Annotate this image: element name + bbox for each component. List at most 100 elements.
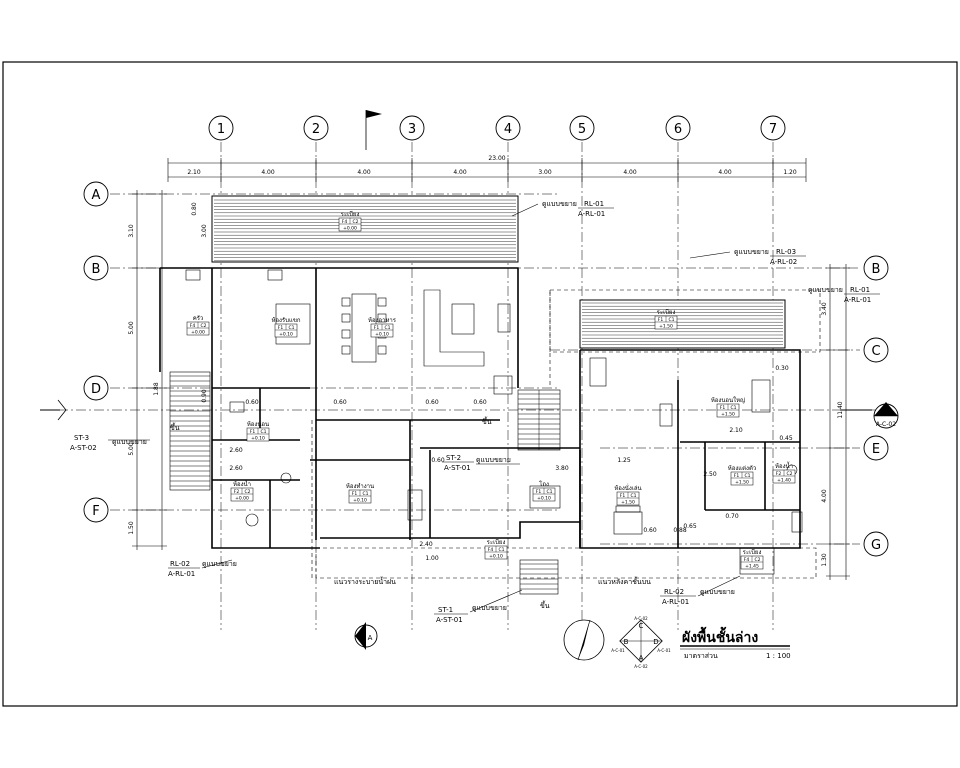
- floor-code: F4: [744, 557, 750, 563]
- svg-text:0.80: 0.80: [191, 202, 198, 216]
- floor-code: F1: [374, 325, 380, 331]
- svg-text:A-RL-01: A-RL-01: [168, 570, 195, 578]
- room-name: ห้องน้ำ: [775, 460, 793, 470]
- left-dimension-chain: 3.10 5.00 5.00 1.50 0.80 3.00 1.88 0.90: [128, 190, 208, 550]
- svg-text:G: G: [871, 538, 881, 553]
- svg-text:ST-3: ST-3: [74, 434, 89, 442]
- svg-text:A-ST-02: A-ST-02: [70, 444, 97, 452]
- svg-text:1.50: 1.50: [128, 521, 135, 535]
- svg-text:3: 3: [408, 122, 416, 137]
- column-grid-bubbles: 1 2 3 4 5 6 7: [208, 115, 786, 141]
- svg-text:A: A: [368, 634, 373, 642]
- svg-text:5.00: 5.00: [128, 321, 135, 335]
- svg-text:2: 2: [312, 122, 320, 137]
- svg-text:A-C-02: A-C-02: [634, 616, 648, 621]
- svg-text:A-C-01: A-C-01: [360, 628, 366, 645]
- interior-dimension: 0.60: [245, 399, 259, 406]
- staircase-main: [517, 389, 561, 451]
- grid-bubble-B-left: B: [83, 255, 109, 281]
- floor-code: F4: [342, 219, 348, 225]
- svg-text:1: 1: [217, 122, 225, 137]
- callout-st1: ST-1 A-ST-01 ดูแบบขยาย: [434, 589, 523, 624]
- right-dimension-chain: 3.40 11.40 4.00 1.30: [821, 264, 850, 580]
- svg-text:4.00: 4.00: [623, 169, 637, 176]
- svg-text:23.00: 23.00: [488, 155, 505, 162]
- interior-dimension: 0.45: [779, 435, 793, 442]
- floor-code: F1: [658, 317, 664, 323]
- svg-text:D: D: [91, 382, 101, 397]
- svg-text:ST-1: ST-1: [438, 606, 453, 614]
- svg-text:4: 4: [504, 122, 512, 137]
- svg-text:A-RL-01: A-RL-01: [578, 210, 605, 218]
- ceiling-code: C2: [352, 219, 358, 225]
- section-line-left: [40, 399, 67, 421]
- building-walls: [159, 267, 801, 549]
- svg-text:1.88: 1.88: [153, 382, 160, 396]
- grid-bubble-E: E: [863, 435, 889, 461]
- floor-code: F1: [250, 429, 256, 435]
- svg-text:B: B: [884, 408, 889, 416]
- svg-text:A-C-01: A-C-01: [657, 648, 671, 653]
- key-plan: C D A B A-C-02 A-C-01 A-C-02 A-C-01: [611, 616, 671, 669]
- ceiling-code: C1: [730, 405, 736, 411]
- svg-text:A: A: [639, 654, 644, 662]
- interior-dimension: 1.00: [425, 555, 439, 562]
- room-name: ครัว: [193, 315, 204, 322]
- stair-up-note-2: ขึ้น: [170, 421, 180, 432]
- room-name: ห้องแต่งตัว: [728, 465, 756, 472]
- section-mark-a: A A-C-01: [354, 110, 382, 650]
- room-name: ห้องอาหาร: [368, 317, 397, 324]
- floor-code: F1: [278, 325, 284, 331]
- floor-level: +1.50: [721, 412, 735, 418]
- floor-level: +0.10: [279, 332, 293, 338]
- roof-terrace-right: [579, 299, 786, 349]
- grid-bubble-D: D: [83, 375, 109, 401]
- callout-st2: ST-2 A-ST-01 ดูแบบขยาย: [442, 454, 520, 472]
- floor-code: F1: [352, 491, 358, 497]
- svg-text:ดูแบบขยาย: ดูแบบขยาย: [472, 604, 507, 612]
- floor-level: +0.00: [343, 226, 357, 232]
- sheet-border: [2, 61, 958, 707]
- svg-text:4.00: 4.00: [821, 489, 828, 503]
- svg-text:ดูแบบขยาย: ดูแบบขยาย: [112, 438, 147, 446]
- grid-bubble-2: 2: [303, 115, 329, 141]
- grid-bubble-4: 4: [495, 115, 521, 141]
- svg-text:4.00: 4.00: [261, 169, 275, 176]
- ceiling-code: C1: [630, 493, 636, 499]
- interior-dimension: 0.70: [725, 513, 739, 520]
- l-sofa: [423, 289, 485, 367]
- room-name: ห้องน้ำ: [233, 478, 251, 488]
- svg-text:ST-2: ST-2: [446, 454, 461, 462]
- grid-bubble-C: C: [863, 337, 889, 363]
- svg-text:6: 6: [674, 122, 682, 137]
- floor-level: +0.10: [489, 554, 503, 560]
- interior-dimension: 0.30: [775, 365, 789, 372]
- svg-text:A-C-01: A-C-01: [611, 648, 625, 653]
- interior-dimension: 0.65: [683, 523, 697, 530]
- floor-level: +1.50: [621, 500, 635, 506]
- floor-level: +0.10: [375, 332, 389, 338]
- living-table: [451, 303, 475, 335]
- svg-text:F: F: [92, 504, 99, 519]
- callout-rl01-right: ดูแบบขยาย RL-01 A-RL-01: [808, 286, 880, 304]
- floor-level: +0.00: [235, 496, 249, 502]
- grid-bubble-5: 5: [569, 115, 595, 141]
- interior-dimension: 2.60: [229, 447, 243, 454]
- notes: แนวรางระบายน้ำฝน แนวหลังคาชั้นบน ขึ้น ขึ…: [170, 415, 651, 610]
- staircase-exterior-left: [169, 371, 211, 491]
- callouts: ดูแบบขยาย RL-01 A-RL-01 ดูแบบขยาย RL-03 …: [70, 200, 880, 624]
- room-name: ห้องนอนใหญ่: [711, 396, 745, 404]
- svg-text:A-C-02: A-C-02: [634, 664, 648, 669]
- interior-dimension: 2.10: [729, 427, 743, 434]
- svg-text:ดูแบบขยาย: ดูแบบขยาย: [734, 248, 769, 256]
